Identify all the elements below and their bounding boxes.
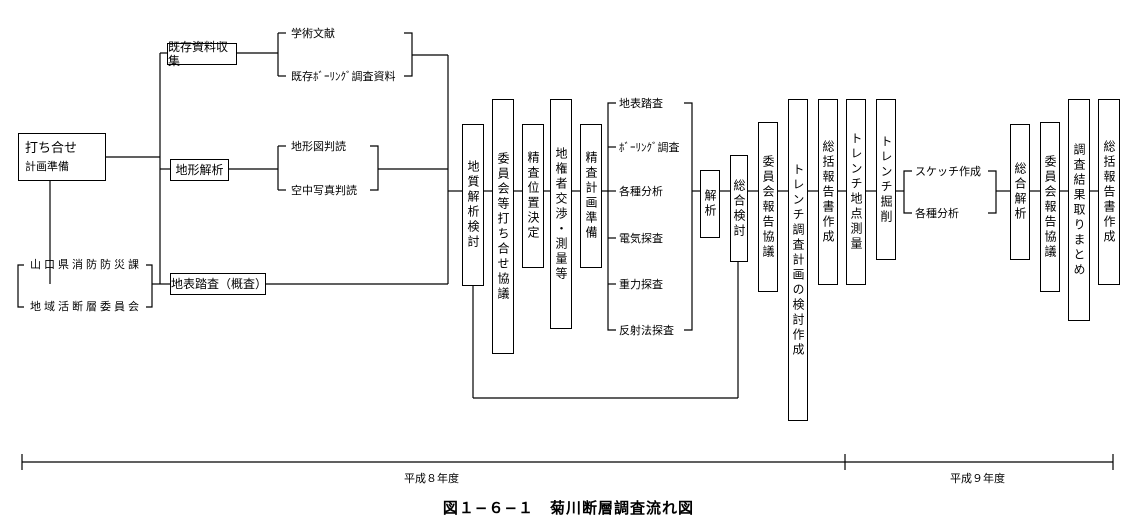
step-geology-analysis: 地質解析検討 <box>462 124 484 286</box>
surface-survey-label: 地表踏査（概査） <box>171 276 268 291</box>
step-committee-report-1: 委員会報告協議 <box>758 122 778 292</box>
survey-analysis: 各種分析 <box>619 185 663 198</box>
step-detailed-plan: 精査計画準備 <box>580 124 602 268</box>
step-summary-report-1: 総括報告書作成 <box>818 99 838 285</box>
task-analysis: 各種分析 <box>915 207 959 220</box>
survey-electrical: 電気探査 <box>619 232 663 245</box>
org-disaster-prevention: 山口県消防防災課 <box>30 258 142 271</box>
step-committee-report-2: 委員会報告協議 <box>1040 122 1060 292</box>
aerial-photo-interpretation: 空中写真判読 <box>291 184 357 197</box>
step-comprehensive-review: 総合検討 <box>730 155 748 262</box>
survey-boring: ﾎﾞｰﾘﾝｸﾞ調査 <box>619 141 680 154</box>
survey-seismic-reflection: 反射法探査 <box>619 324 674 337</box>
step-trench-plan: トレンチ調査計画の検討作成 <box>788 99 808 421</box>
planning-box: 打ち合せ 計画準備 <box>18 133 106 181</box>
existing-data-box: 既存資料収集 <box>167 40 237 68</box>
org-fault-committee: 地域活断層委員会 <box>30 300 142 313</box>
planning-title: 打ち合せ <box>25 141 78 157</box>
step-land-negotiation: 地権者交渉・測量等 <box>550 99 572 329</box>
planning-subtitle: 計画準備 <box>25 159 69 173</box>
terrain-analysis-box: 地形解析 <box>170 159 229 181</box>
fiscal-year-h9: 平成９年度 <box>950 472 1005 485</box>
task-sketch: スケッチ作成 <box>915 165 981 178</box>
survey-surface: 地表踏査 <box>619 97 663 110</box>
fiscal-year-h8: 平成８年度 <box>404 472 459 485</box>
step-analysis: 解析 <box>700 170 720 238</box>
existing-data-label: 既存資料収集 <box>168 39 229 68</box>
academic-literature: 学術文献 <box>291 27 335 40</box>
terrain-analysis-label: 地形解析 <box>175 162 224 177</box>
step-results-compilation: 調査結果取りまとめ <box>1068 99 1090 321</box>
step-committee-meeting: 委員会等打ち合せ協議 <box>492 99 514 354</box>
step-summary-report-2: 総括報告書作成 <box>1098 99 1120 285</box>
surface-survey-box: 地表踏査（概査） <box>170 273 268 295</box>
step-trench-survey: トレンチ地点測量 <box>846 99 866 285</box>
step-trench-excavation: トレンチ掘削 <box>876 99 896 260</box>
topographic-interpretation: 地形図判読 <box>291 140 346 153</box>
figure-caption: 図１−６−１ 菊川断層調査流れ図 <box>442 499 695 517</box>
survey-gravity: 重力探査 <box>619 278 663 291</box>
existing-boring-data: 既存ﾎﾞｰﾘﾝｸﾞ調査資料 <box>291 70 396 83</box>
step-comprehensive-analysis: 総合解析 <box>1010 124 1030 260</box>
step-site-selection: 精査位置決定 <box>522 124 544 268</box>
